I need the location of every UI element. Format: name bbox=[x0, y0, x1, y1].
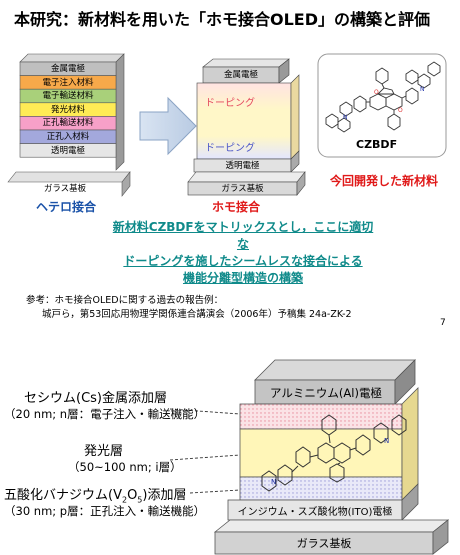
nitrogen-atom-label-3: N bbox=[271, 478, 276, 486]
page-number: 7 bbox=[440, 318, 446, 328]
homo-transparent-electrode-label: 透明電極 bbox=[225, 161, 260, 171]
glass-substrate-label: ガラス基板 bbox=[296, 537, 352, 550]
reference-line-1: 参考：ホモ接合OLEDに関する過去の報告例： bbox=[26, 295, 224, 306]
hetero-junction-caption: ヘテロ接合 bbox=[36, 200, 97, 214]
description-text: 新材料CZBDFをマトリックスとし，ここに適切な ドーピングを施したシームレスな… bbox=[108, 219, 378, 287]
molecule-box: O O N N bbox=[317, 53, 447, 158]
hetero-layer-label-5: 正孔輸送材料 bbox=[42, 118, 94, 129]
v2o5-sub-5: 5 bbox=[137, 495, 143, 505]
cs-layer-label: セシウム(Cs)金属添加層 bbox=[24, 391, 167, 406]
ito-electrode-label: インジウム・スズ酸化物(ITO)電極 bbox=[237, 507, 393, 518]
molecule-caption: 今回開発した新材料 bbox=[330, 174, 439, 188]
homo-glass-substrate-label: ガラス基板 bbox=[221, 184, 264, 194]
hetero-layer-label-4: 発光材料 bbox=[50, 104, 85, 115]
cs-layer-sub: （20 nm; n層：電子注入・輸送機能） bbox=[4, 407, 206, 421]
hetero-layer-7 bbox=[19, 143, 117, 158]
slide-title: 本研究：新材料を用いた「ホモ接合OLED」の構築と評価 bbox=[14, 10, 431, 29]
device-molecule bbox=[261, 414, 407, 492]
hetero-junction-stack bbox=[7, 53, 131, 197]
v2o5-label-post: )添加層 bbox=[142, 488, 187, 503]
emissive-layer-label: 発光層 bbox=[84, 444, 124, 459]
oxygen-atom-label-2: O bbox=[398, 107, 403, 114]
czbdf-structure bbox=[325, 61, 441, 133]
homo-junction-stack bbox=[187, 58, 306, 196]
molecule-name: CZBDF bbox=[356, 138, 398, 151]
description-line-3: 機能分離型構造の構築 bbox=[182, 271, 303, 285]
homo-doping-bottom-label: ドーピング bbox=[205, 143, 255, 154]
hetero-layer-label-7: 透明電極 bbox=[50, 145, 85, 156]
v2o5-mid: O bbox=[127, 488, 138, 503]
nitrogen-atom-label: N bbox=[343, 114, 348, 121]
hetero-layer-label-6: 正孔入材料 bbox=[46, 132, 90, 142]
hetero-layer-label-2: 電子注入材料 bbox=[42, 77, 94, 88]
description-line-2: ドーピングを施したシームレスな接合による bbox=[123, 254, 363, 268]
al-electrode-label: アルミニウム(Al)電極 bbox=[270, 386, 382, 400]
oxygen-atom-label: O bbox=[374, 89, 379, 96]
hetero-layer-label-8: ガラス基板 bbox=[43, 184, 87, 194]
v2o5-layer-label: 五酸化バナジウム(V2O5)添加層 bbox=[4, 484, 186, 505]
hetero-layer-label-1: 金属電極 bbox=[50, 64, 85, 74]
emissive-layer-sub: （50~100 nm; i層） bbox=[68, 460, 182, 474]
transition-arrow bbox=[139, 96, 197, 156]
v2o5-layer-sub: （30 nm; p層：正孔注入・輸送機能） bbox=[4, 504, 206, 518]
homo-metal-electrode-label: 金属電極 bbox=[223, 70, 258, 80]
reference-line-2: 城戸ら，第53回応用物理学関係連合講演会（2006年）予稿集 24a-ZK-2 bbox=[42, 309, 352, 320]
v2o5-label-pre: 五酸化バナジウム(V bbox=[4, 488, 122, 503]
description-line-1: 新材料CZBDFをマトリックスとし，ここに適切な bbox=[112, 220, 374, 251]
nitrogen-atom-label-4: N bbox=[384, 437, 389, 445]
device-stack: N N bbox=[213, 359, 450, 555]
nitrogen-atom-label-2: N bbox=[420, 86, 425, 93]
hetero-layer-label-3: 電子輸送材料 bbox=[42, 91, 94, 102]
homo-doping-top-label: ドーピング bbox=[205, 98, 255, 109]
reference-note: 参考：ホモ接合OLEDに関する過去の報告例： 城戸ら，第53回応用物理学関係連合… bbox=[26, 294, 352, 322]
leader-lines bbox=[169, 408, 241, 494]
homo-junction-caption: ホモ接合 bbox=[212, 200, 261, 214]
v2o5-sub-2: 2 bbox=[121, 495, 128, 505]
